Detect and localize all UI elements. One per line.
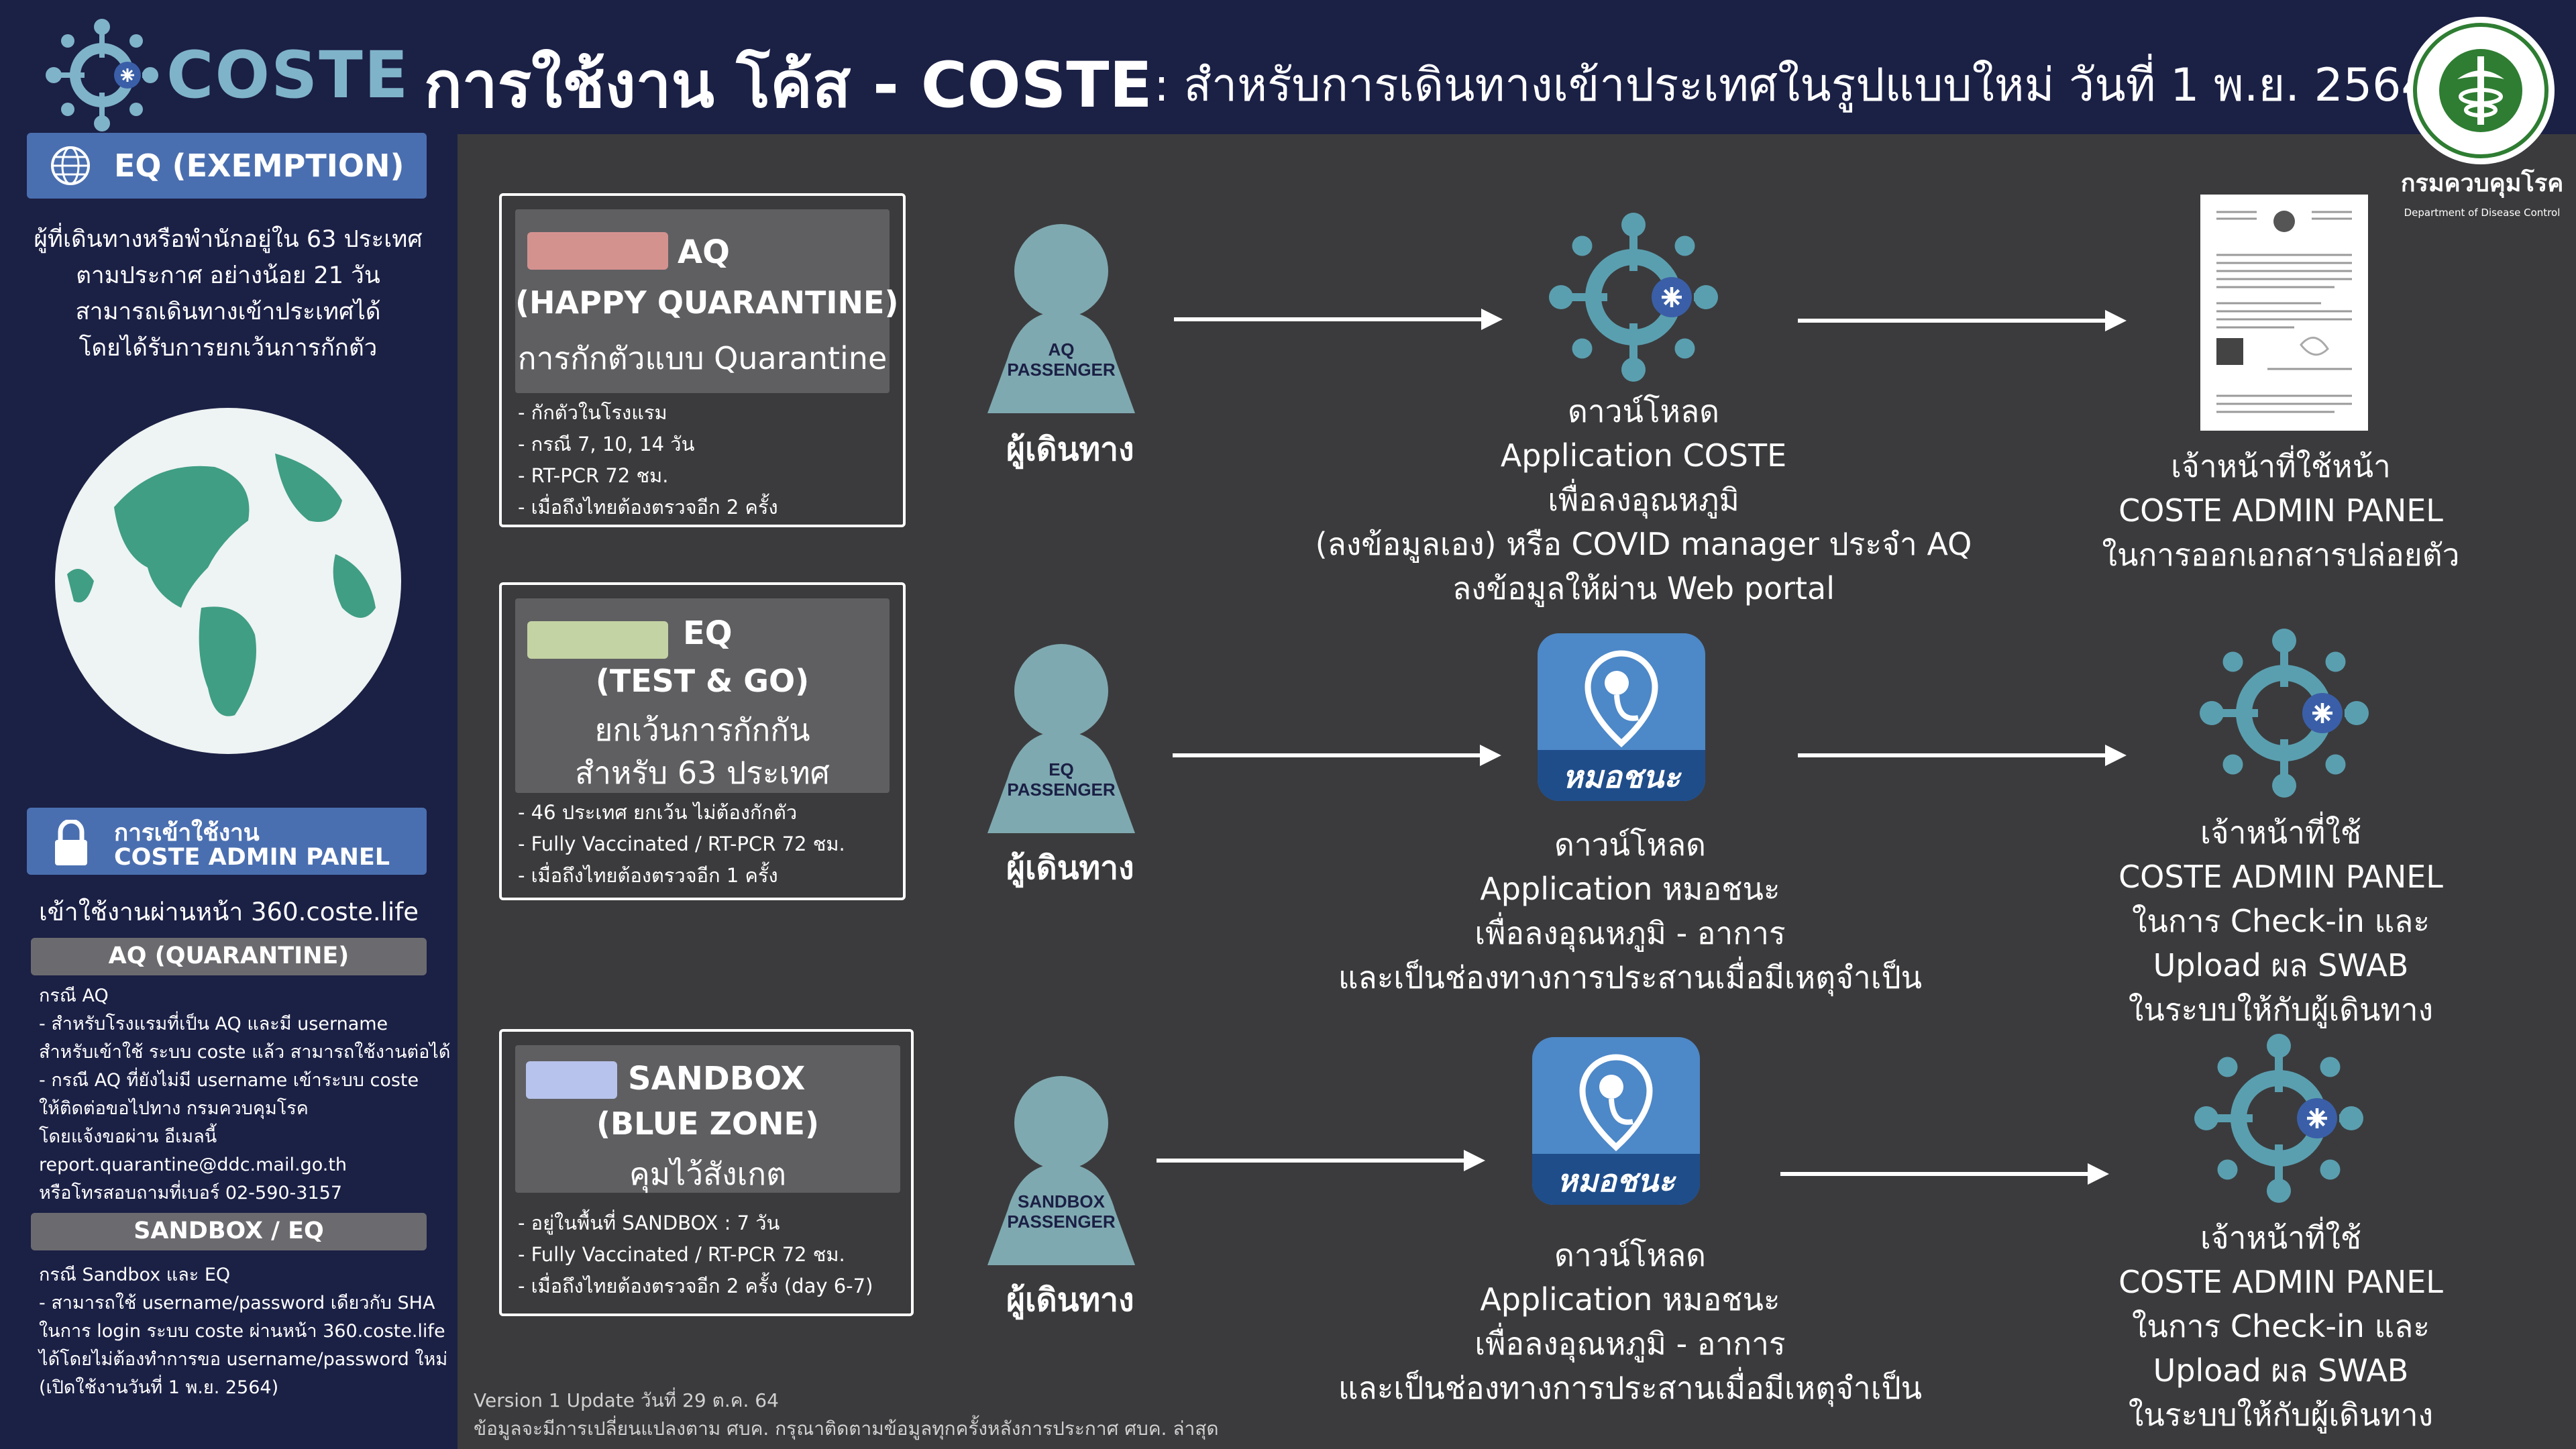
aq-instructions: กรณี AQ - สำหรับโรงแรมที่เป็น AQ และมี u… [39, 982, 455, 1208]
eq-card-header: EQ (TEST & GO) ยกเว้นการกักกัน สำหรับ 63… [515, 598, 890, 793]
aq-arrow-2 [1798, 310, 2127, 331]
sandbox-card-line2: คุมไว้สังเกต [629, 1156, 787, 1192]
sandbox-passenger-label: ผู้เดินทาง [1006, 1281, 1134, 1319]
sandbox-color-swatch [526, 1061, 617, 1099]
disclaimer-note: ข้อมูลจะมีการเปลี่ยนแปลงตาม ศบค. กรุณาติ… [474, 1417, 1219, 1440]
page-subtitle: : สำหรับการเดินทางเข้าประเทศในรูปแบบใหม่… [1154, 59, 2430, 112]
eq-card-line1: (TEST & GO) [595, 663, 810, 699]
eq-passenger-badge-1: EQ [1049, 759, 1074, 780]
eq-card-line2: ยกเว้นการกักกัน [594, 712, 810, 748]
coste-logo-icon [46, 19, 158, 131]
sandbox-eq-instructions: กรณี Sandbox และ EQ - สามารถใช้ username… [39, 1265, 448, 1398]
eq-result-text: เจ้าหน้าที่ใช้ COSTE ADMIN PANEL ในการ C… [2118, 814, 2443, 1028]
eq-passenger-icon: EQ PASSENGER [987, 644, 1135, 833]
eq-card: EQ (TEST & GO) ยกเว้นการกักกัน สำหรับ 63… [499, 582, 906, 900]
eq-arrow-2 [1798, 745, 2127, 766]
sandbox-card-title: SANDBOX [628, 1060, 806, 1097]
eq-passenger-label: ผู้เดินทาง [1006, 849, 1134, 887]
mor-chana-app-icon-2: หมอชนะ [1532, 1037, 1700, 1205]
sandbox-step-text: ดาวน์โหลด Application หมอชนะ เพื่อลงอุณห… [1338, 1237, 1923, 1406]
contact-phone: หรือโทรสอบถามที่เบอร์ 02-590-3157 [39, 1183, 343, 1203]
version-note: Version 1 Update วันที่ 29 ต.ค. 64 [474, 1389, 779, 1411]
eq-card-bullets: - 46 ประเทศ ยกเว้น ไม่ต้องกักตัว - Fully… [518, 801, 845, 887]
aq-result-text: เจ้าหน้าที่ใช้หน้า COSTE ADMIN PANEL ในก… [2102, 448, 2460, 573]
sandbox-card-bullets: - อยู่ในพื้นที่ SANDBOX : 7 วัน - Fully … [518, 1212, 873, 1297]
aq-passenger-label: ผู้เดินทาง [1006, 431, 1134, 468]
coste-admin-icon [2200, 629, 2369, 798]
eq-exemption-button[interactable]: EQ (EXEMPTION) [27, 133, 427, 199]
mor-chana-app-name-2: หมอชนะ [1557, 1163, 1675, 1199]
sandbox-card-header: SANDBOX (BLUE ZONE) คุมไว้สังเกต [515, 1045, 900, 1193]
aq-card-title: AQ [678, 233, 730, 271]
eq-exemption-label: EQ (EXEMPTION) [114, 148, 405, 184]
aq-passenger-icon: AQ PASSENGER [987, 224, 1135, 413]
sandbox-passenger-icon: SANDBOX PASSENGER [987, 1076, 1135, 1265]
admin-login-label: การเข้าใช้งาน [114, 820, 260, 847]
location-pin-icon [1579, 1054, 1653, 1152]
sandbox-result-text: เจ้าหน้าที่ใช้ COSTE ADMIN PANEL ในการ C… [2118, 1220, 2443, 1433]
logo-text: COSTE [166, 38, 410, 113]
sandbox-arrow-2 [1780, 1163, 2109, 1185]
coste-admin-icon-2 [2194, 1034, 2363, 1203]
department-name-en: Department of Disease Control [2404, 207, 2561, 219]
admin-login-button[interactable]: การเข้าใช้งาน COSTE ADMIN PANEL [27, 808, 427, 875]
header-bar [0, 0, 2576, 134]
eq-card-title: EQ [683, 614, 733, 652]
page-title: การใช้งาน โค้ส - COSTE [424, 49, 1152, 122]
mor-chana-app-icon: หมอชนะ [1538, 633, 1705, 801]
eq-step-text: ดาวน์โหลด Application หมอชนะ เพื่อลงอุณห… [1338, 826, 1923, 996]
sandbox-card: SANDBOX (BLUE ZONE) คุมไว้สังเกต - อยู่ใ… [499, 1029, 914, 1316]
aq-passenger-badge-1: AQ [1049, 339, 1075, 360]
sandbox-passenger-badge-1: SANDBOX [1018, 1191, 1106, 1212]
location-pin-icon [1585, 650, 1658, 748]
aq-passenger-badge-2: PASSENGER [1007, 360, 1116, 380]
aq-card-header: AQ (HAPPY QUARANTINE) การกักตัวแบบ Quara… [515, 209, 899, 393]
coste-app-icon [1549, 213, 1718, 382]
aq-color-swatch [527, 232, 668, 270]
exemption-description: ผู้ที่เดินทางหรือพำนักอยู่ใน 63 ประเทศ ต… [34, 226, 423, 362]
contact-email[interactable]: report.quarantine@ddc.mail.go.th [39, 1155, 347, 1175]
aq-step-text: ดาวน์โหลด Application COSTE เพื่อลงอุณหภ… [1315, 393, 1972, 606]
sandbox-eq-heading: SANDBOX / EQ [31, 1213, 427, 1250]
eq-card-line3: สำหรับ 63 ประเทศ [575, 755, 830, 791]
aq-card-bullets: - กักตัวในโรงแรม - กรณี 7, 10, 14 วัน - … [518, 401, 778, 519]
admin-url-text: เข้าใช้งานผ่านหน้า 360.coste.life [38, 898, 419, 926]
aq-card-line1: (HAPPY QUARANTINE) [515, 284, 899, 321]
aq-card: AQ (HAPPY QUARANTINE) การกักตัวแบบ Quara… [499, 193, 906, 527]
ministry-seal-icon [2407, 17, 2555, 164]
aq-quarantine-heading: AQ (QUARANTINE) [31, 938, 427, 975]
earth-globe-icon [55, 408, 401, 754]
sandbox-passenger-badge-2: PASSENGER [1007, 1212, 1116, 1232]
mor-chana-app-name: หมอชนะ [1562, 759, 1680, 795]
department-name: กรมควบคุมโรค [2400, 170, 2564, 197]
admin-login-panel-label: COSTE ADMIN PANEL [114, 844, 390, 871]
sandbox-card-line1: (BLUE ZONE) [596, 1106, 819, 1142]
aq-card-line2: การกักตัวแบบ Quarantine [517, 340, 888, 376]
globe-icon [51, 146, 90, 185]
aq-arrow-1 [1174, 309, 1503, 330]
lock-icon [55, 820, 87, 865]
eq-arrow-1 [1173, 745, 1501, 766]
sandbox-arrow-1 [1157, 1150, 1485, 1171]
release-document-icon [2200, 195, 2368, 431]
eq-color-swatch [527, 621, 668, 659]
eq-passenger-badge-2: PASSENGER [1007, 780, 1116, 800]
